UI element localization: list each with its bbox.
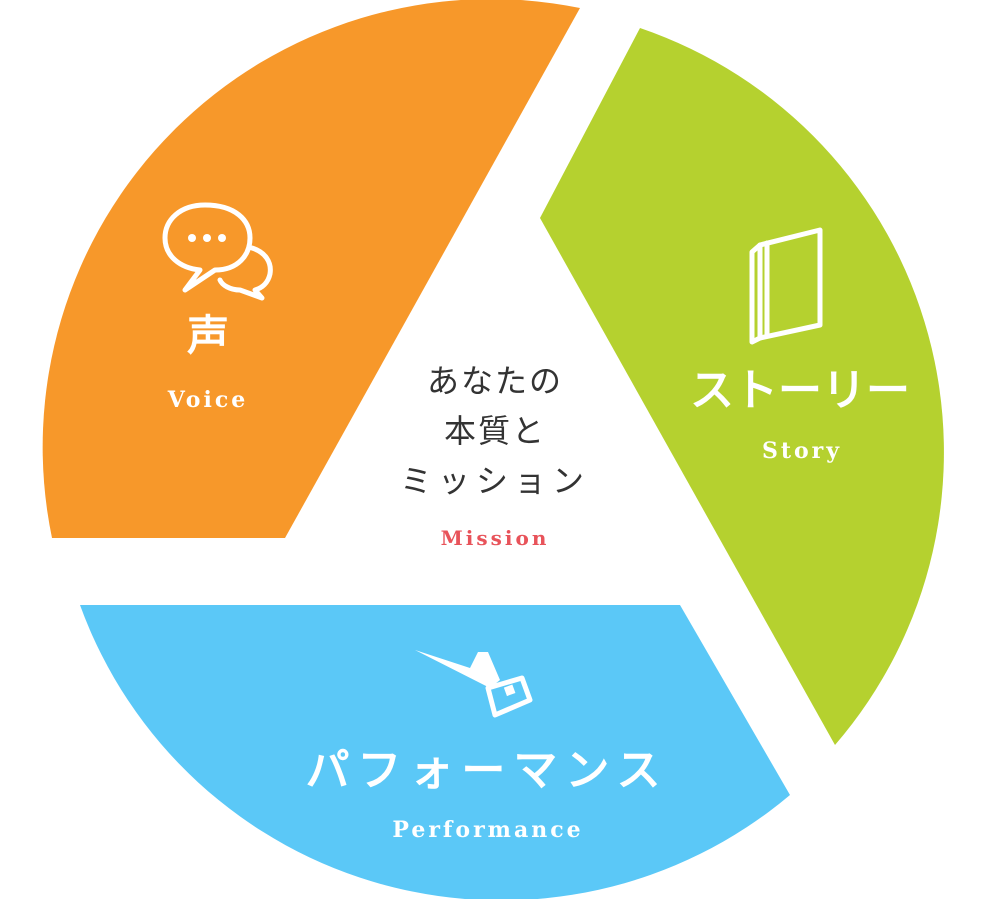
center-line-2: 本質と	[444, 412, 546, 450]
speech-bubbles-icon	[162, 202, 273, 301]
voice-subtitle: Voice	[167, 387, 248, 413]
voice-segment	[42, 0, 580, 538]
performance-subtitle: Performance	[392, 817, 583, 843]
pointing-hand-icon	[415, 650, 533, 718]
performance-segment	[80, 605, 790, 899]
performance-title: パフォーマンス	[305, 745, 668, 796]
story-segment	[540, 28, 944, 745]
center-line-3: ミッション	[400, 462, 590, 500]
center-subtitle: Mission	[441, 526, 550, 550]
story-subtitle: Story	[762, 438, 842, 464]
center-line-1: あなたの	[427, 362, 563, 400]
story-title: ストーリー	[690, 365, 910, 416]
book-icon	[749, 227, 823, 345]
voice-title: 声	[187, 311, 229, 360]
